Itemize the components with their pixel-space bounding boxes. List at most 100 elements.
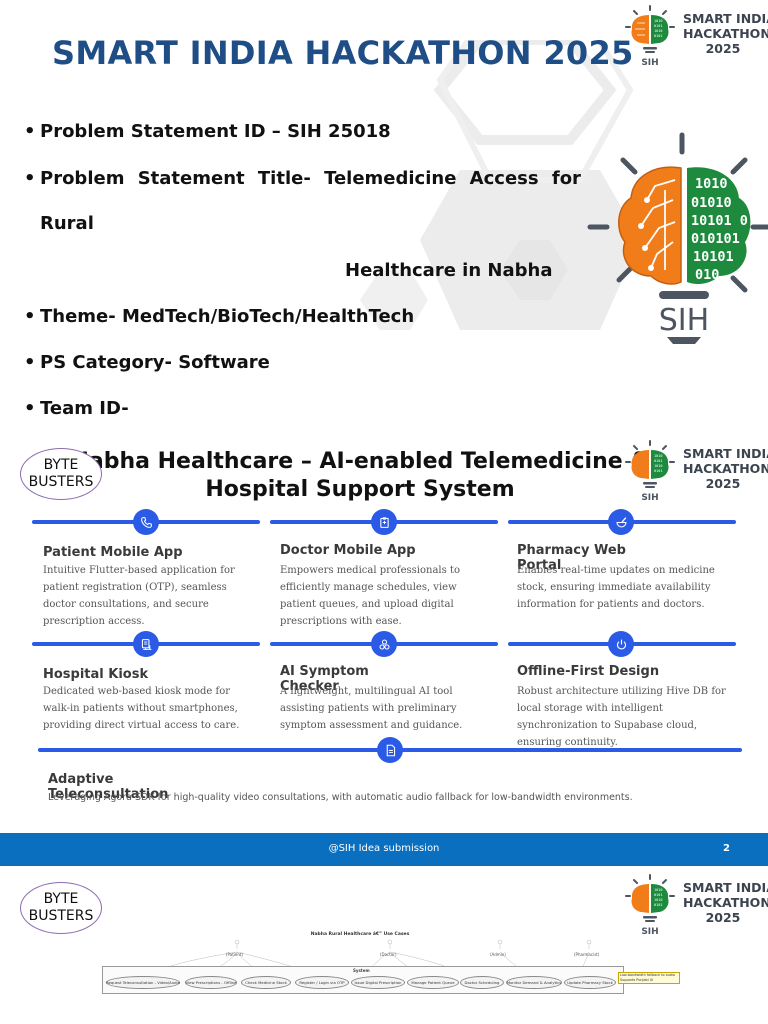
feature-title-offline-first: Offline-First Design	[517, 664, 660, 679]
svg-text:1010: 1010	[654, 898, 662, 902]
ai-brain-icon	[371, 631, 397, 657]
actor-pharmacist: (Pharmacist)	[574, 952, 600, 957]
phone-icon	[133, 509, 159, 535]
binary-line: 010	[695, 267, 719, 283]
feature-title-patient-app: Patient Mobile App	[43, 545, 183, 560]
feature-desc-ai-symptom-checker: A lightweight, multilingual AI tool assi…	[280, 686, 463, 731]
svg-text:1010: 1010	[654, 464, 662, 468]
actor-patient: (Patient)	[226, 952, 244, 957]
binary-line: 010101	[691, 231, 740, 247]
svg-text:1010: 1010	[654, 29, 662, 33]
svg-text:0101: 0101	[654, 469, 662, 473]
page-number: 2	[723, 843, 730, 854]
use-case: Update Pharmacy Stock	[564, 976, 616, 989]
bullet-ps-title: •Problem Statement Title- Telemedicine A…	[24, 168, 581, 189]
feature-title-ai-symptom-checker: AI Symptom Checker	[280, 664, 369, 694]
feature-title-doctor-app: Doctor Mobile App	[280, 543, 416, 558]
logo-wordmark: SMART INDIA HACKATHON 2025	[683, 880, 768, 925]
ps-title-continued-1: Rural	[40, 213, 94, 234]
clipboard-icon	[371, 509, 397, 535]
feature-desc-offline-first: Robust architecture utilizing Hive DB fo…	[517, 686, 726, 748]
svg-text:1010: 1010	[654, 454, 662, 458]
feature-desc-adaptive-teleconsultation: Leveraging Agora SDK for high-quality vi…	[48, 792, 633, 803]
use-case: Check Medicine Stock	[241, 976, 291, 989]
logo-wordmark: SMART INDIA HACKATHON 2025	[683, 446, 768, 491]
system-label: System	[353, 968, 370, 973]
logo-line-3: 2025	[705, 476, 741, 491]
binary-line: 10101	[693, 249, 734, 265]
use-case: Manage Patient Queue	[407, 976, 459, 989]
logo-line-2: HACKATHON	[683, 461, 768, 476]
use-case: Register / Login via OTP	[295, 976, 349, 989]
svg-text:1010: 1010	[654, 19, 662, 23]
feature-title-pharmacy-portal: Pharmacy Web Portal	[517, 543, 626, 573]
feature-desc-doctor-app: Empowers medical professionals to effici…	[280, 565, 460, 627]
use-case: Monitor Demand & Analytics	[506, 976, 562, 989]
bullet-theme: •Theme- MedTech/BioTech/HealthTech	[24, 306, 415, 327]
mortar-pestle-icon	[608, 509, 634, 535]
binary-line: 10101 0	[691, 213, 748, 229]
logo-line-1: SMART INDIA	[683, 11, 768, 26]
use-case-diagram: Nabha Rural Healthcare â€” Use Cases (Pa…	[100, 932, 680, 1004]
badge-line-2: BUSTERS	[28, 908, 94, 924]
use-case: Issue Digital Prescription	[351, 976, 405, 989]
svg-text:0101: 0101	[654, 24, 662, 28]
feature-title-adaptive-teleconsultation: Adaptive Teleconsultation	[48, 772, 169, 802]
svg-text:SIH: SIH	[659, 303, 709, 338]
badge-line-1: BYTE	[43, 891, 79, 907]
svg-text:SIH: SIH	[641, 493, 658, 503]
use-case: Doctor Scheduling	[460, 976, 504, 989]
svg-text:0101: 0101	[654, 459, 662, 463]
logo-line-1: SMART INDIA	[683, 446, 768, 461]
svg-text:0101: 0101	[654, 903, 662, 907]
hexagon-background-decoration	[360, 40, 640, 330]
document-icon	[377, 737, 403, 763]
badge-line-1: BYTE	[43, 457, 79, 473]
binary-line: 1010	[695, 176, 728, 192]
badge-line-2: BUSTERS	[28, 474, 94, 490]
diagram-title: Nabha Rural Healthcare â€” Use Cases	[310, 932, 410, 937]
ps-title-continued-2: Healthcare in Nabha	[345, 260, 553, 281]
logo-line-2: HACKATHON	[683, 26, 768, 41]
use-case: View Prescriptions - Offline	[185, 976, 237, 989]
actor-doctor: (Doctor)	[380, 952, 397, 957]
logo-line-1: SMART INDIA	[683, 880, 768, 895]
svg-text:0101: 0101	[654, 893, 662, 897]
logo-line-2: HACKATHON	[683, 895, 768, 910]
footer-text: @SIH Idea submission	[328, 843, 440, 854]
feature-desc-patient-app: Intuitive Flutter-based application for …	[43, 565, 235, 627]
logo-line-3: 2025	[705, 910, 741, 925]
system-boundary: System Request Teleconsultation - Video/…	[102, 966, 624, 994]
slide-title: SMART INDIA HACKATHON 2025	[52, 34, 634, 72]
slide-title: Nabha Healthcare – AI-enabled Telemedici…	[70, 449, 650, 502]
team-badge: BYTE BUSTERS	[20, 448, 102, 500]
logo-wordmark: SMART INDIA HACKATHON 2025	[683, 11, 768, 56]
bullet-ps-id: •Problem Statement ID – SIH 25018	[24, 121, 391, 142]
feature-title-hospital-kiosk: Hospital Kiosk	[43, 667, 149, 682]
bullet-category: •PS Category- Software	[24, 352, 270, 373]
binary-line: 01010	[691, 195, 732, 211]
actor-admin: (Admin)	[490, 952, 506, 957]
svg-text:SIH: SIH	[641, 927, 658, 937]
use-case: Request Teleconsultation - Video/Audio	[106, 976, 180, 989]
feature-desc-hospital-kiosk: Dedicated web-based kiosk mode for walk-…	[43, 686, 240, 731]
svg-text:0101: 0101	[654, 34, 662, 38]
bullet-team-id: •Team ID-	[24, 398, 129, 419]
sih-brain-bulb-large-icon: 1010 01010 10101 0 010101 10101 010 SIH	[587, 132, 768, 344]
team-badge: BYTE BUSTERS	[20, 882, 102, 934]
svg-text:1010: 1010	[654, 888, 662, 892]
solution-slide: Nabha Healthcare – AI-enabled Telemedici…	[0, 432, 768, 866]
logo-line-3: 2025	[705, 41, 741, 56]
kiosk-icon	[133, 631, 159, 657]
feature-desc-pharmacy-portal: Enables real-time updates on medicine st…	[517, 565, 715, 610]
power-icon	[608, 631, 634, 657]
diagram-note: Low-bandwidth fallback to audio Supports…	[618, 972, 680, 984]
